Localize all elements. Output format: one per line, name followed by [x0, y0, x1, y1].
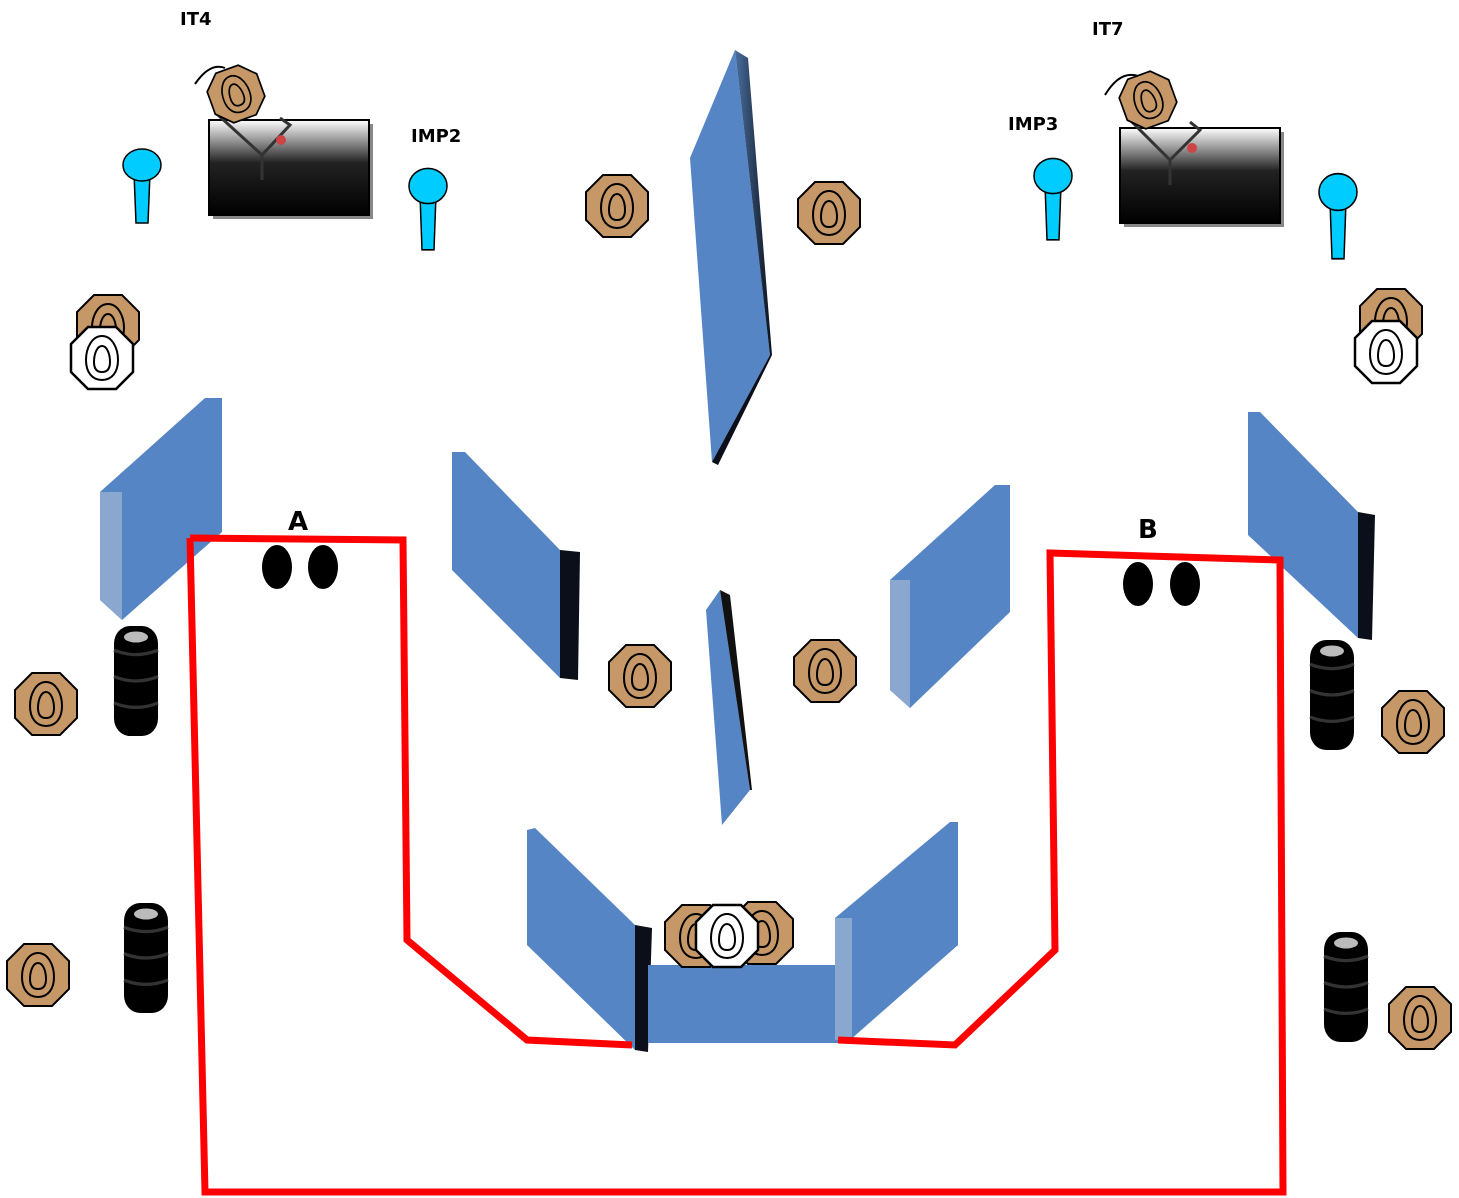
no-shoot-target-icon — [694, 903, 760, 969]
wall-left-top — [100, 398, 222, 620]
wall-left-mid — [452, 452, 580, 680]
wall-right-top — [1248, 412, 1375, 640]
barrel-icon — [112, 624, 160, 738]
wall-center-top — [690, 50, 772, 465]
octagon-target-icon — [797, 181, 861, 245]
octagon-target-icon — [793, 639, 857, 703]
barrel-icon — [122, 901, 170, 1015]
octagon-target-icon — [6, 943, 70, 1007]
barrel-icon — [1322, 930, 1370, 1044]
wall-right-mid — [890, 485, 1010, 708]
swing-arrow-icon — [1104, 73, 1139, 96]
start-position-a — [262, 545, 338, 589]
walls — [100, 50, 1375, 1052]
swinging-target-it4 — [201, 59, 271, 129]
no-shoot-target-icon — [1353, 319, 1419, 385]
popper-icon — [122, 148, 162, 224]
activator-box-it4 — [208, 113, 373, 219]
popper-icon — [1033, 157, 1073, 241]
label-start-a: A — [288, 507, 308, 537]
label-it4: IT4 — [180, 9, 212, 30]
label-start-b: B — [1138, 515, 1158, 545]
label-imp3: IMP3 — [1008, 114, 1058, 135]
wall-bottom-center — [648, 965, 838, 1043]
fault-line-area — [189, 534, 633, 1049]
octagon-target-icon — [14, 672, 78, 736]
no-shoot-target-icon — [69, 325, 135, 391]
popper-icon — [408, 167, 448, 251]
wall-center-mid — [706, 590, 752, 825]
octagon-target-icon — [585, 174, 649, 238]
fault-lines — [186, 534, 1287, 1196]
popper-icon — [1318, 172, 1358, 260]
octagon-target-icon — [1381, 690, 1445, 754]
start-position-b — [1123, 562, 1200, 606]
activator-box-it7 — [1119, 118, 1284, 227]
no-shoot-targets — [69, 319, 1419, 969]
wall-bottom-right — [835, 822, 958, 1040]
fault-line-area — [186, 537, 1287, 1196]
octagon-target-icon — [608, 644, 672, 708]
label-it7: IT7 — [1092, 19, 1124, 40]
wall-bottom-left — [527, 828, 652, 1052]
swing-arrow-icon — [194, 65, 226, 85]
label-imp2: IMP2 — [411, 126, 461, 147]
octagon-target-icon — [1388, 986, 1452, 1050]
barrel-icon — [1308, 638, 1356, 752]
